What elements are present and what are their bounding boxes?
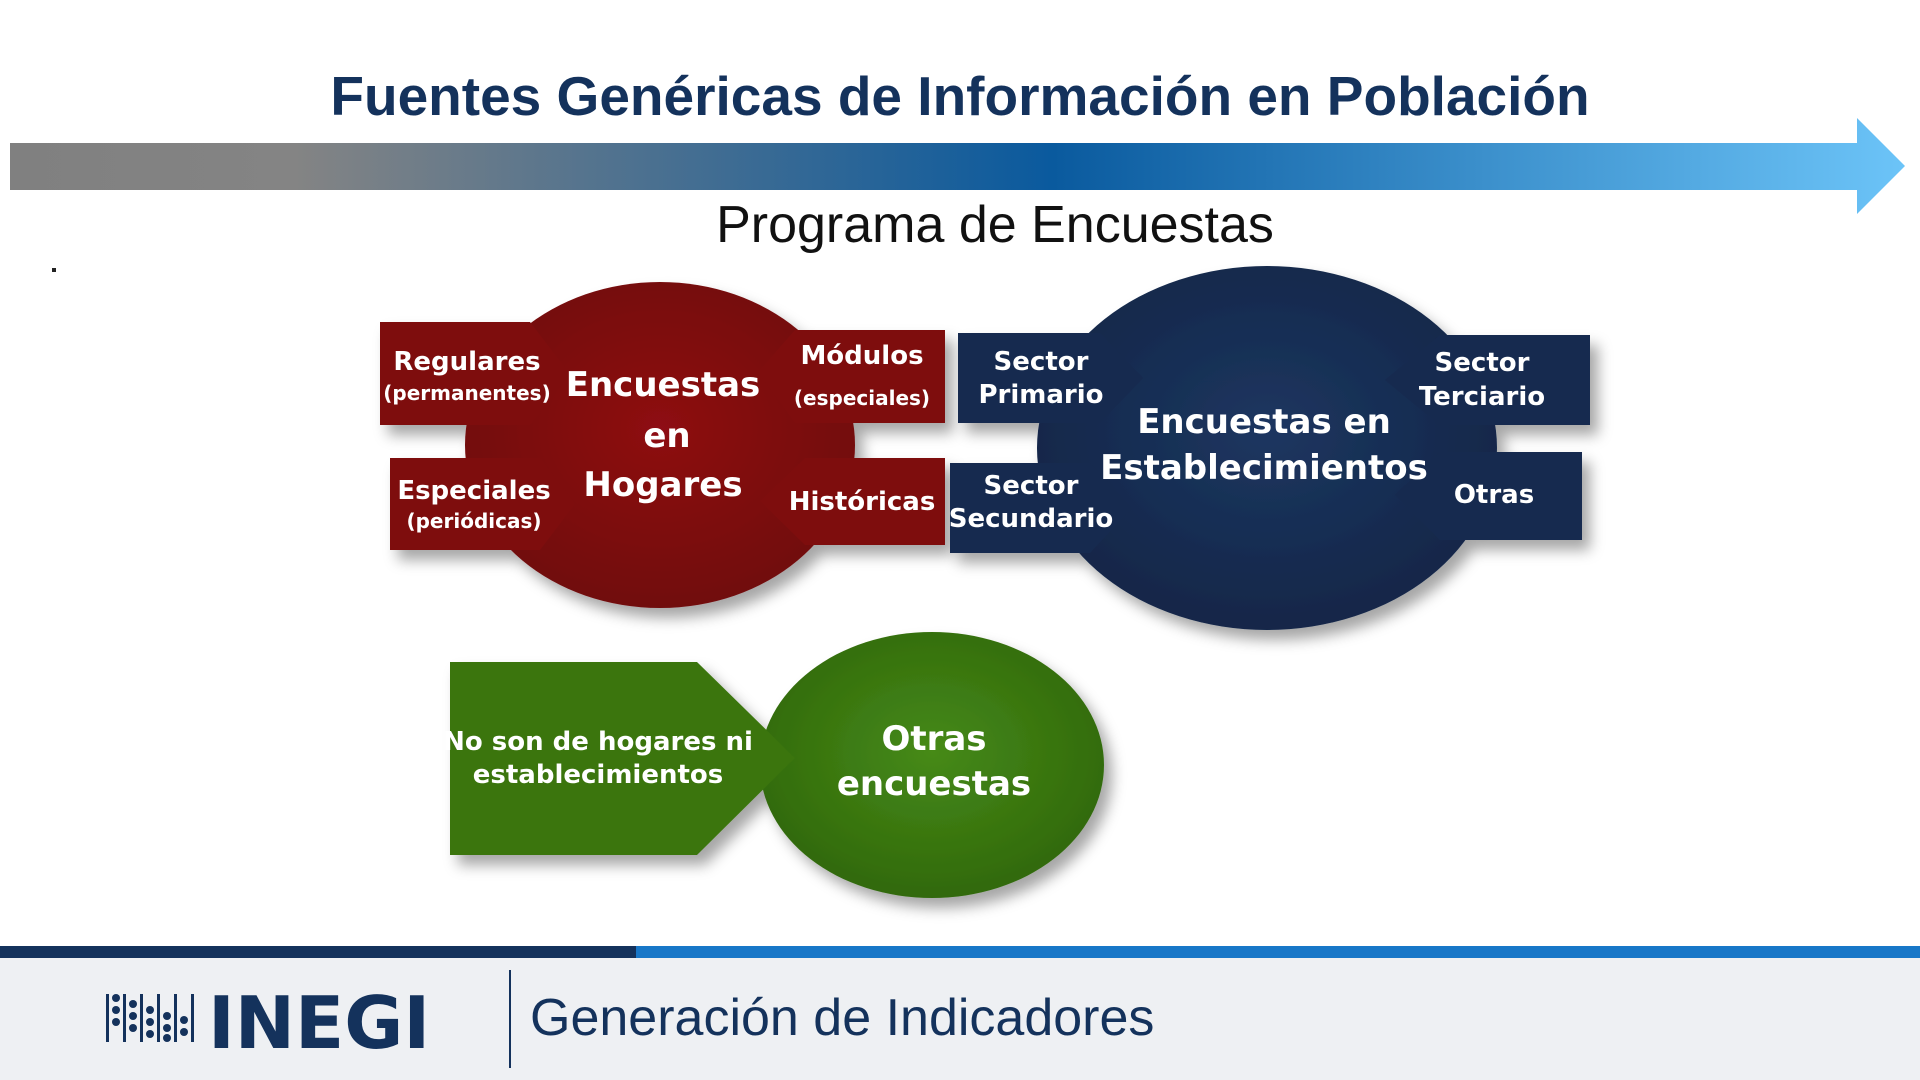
otras-center-label-2: encuestas [837,764,1031,804]
terciario-label-1: Sector [1435,348,1530,378]
primario-label-2: Primario [978,380,1103,410]
hogares-center-label-2: en [643,416,690,456]
modulos-label: Módulos [800,341,923,371]
page-title: Fuentes Genéricas de Información en Pobl… [330,65,1590,127]
hogares-labels: Encuestas en Hogares Regulares (permanen… [383,341,935,533]
footer-accent-dark [0,946,636,958]
establecimientos-arrow-terciario [1385,335,1590,425]
establecimientos-labels: Encuestas en Establecimientos Sector Pri… [949,347,1545,534]
hogares-center-label-1: Encuestas [566,365,761,405]
otras-sector-label: Otras [1454,480,1534,510]
establecimientos-arrow-secundario [950,463,1132,553]
diagram-subtitle: Programa de Encuestas [716,196,1274,254]
otras-arrow [450,662,795,855]
establecimientos-arrow-otras [1395,452,1582,540]
stray-dot [52,268,56,272]
hogares-group [380,282,945,608]
inegi-logo: INEGI [106,981,430,1056]
terciario-label-2: Terciario [1419,382,1545,412]
header-arrow [10,118,1905,214]
otras-labels: Otras encuestas No son de hogares ni est… [443,719,1031,804]
secundario-label-1: Sector [984,471,1079,501]
regulares-sublabel: (permanentes) [383,381,550,405]
otras-center-label-1: Otras [881,719,986,759]
footer-divider [509,970,511,1068]
especiales-sublabel: (periódicas) [406,509,541,533]
especiales-label: Especiales [397,476,550,506]
hogares-arrow-especiales [390,458,575,550]
hogares-center-label-3: Hogares [583,465,742,505]
establecimientos-circle [1037,266,1497,630]
primario-label-1: Sector [994,347,1089,377]
hogares-circle [465,282,855,608]
modulos-sublabel: (especiales) [794,386,930,410]
establecimientos-group [950,266,1590,630]
establecimientos-center-label-1: Encuestas en [1137,402,1391,442]
footer [0,958,1920,1080]
establecimientos-center-label-2: Establecimientos [1100,448,1428,488]
hogares-arrow-modulos [758,330,945,423]
historicas-label: Históricas [789,487,936,517]
otras-arrow-label-2: establecimientos [473,760,723,790]
regulares-label: Regulares [393,347,540,377]
hogares-arrow-historicas [760,458,945,545]
inegi-logo-dots-icon [106,994,194,1042]
footer-section-title: Generación de Indicadores [530,989,1155,1047]
otras-circle [760,632,1104,898]
otras-arrow-label-1: No son de hogares ni [443,727,753,757]
hogares-arrow-regulares [380,322,570,425]
footer-accent-blue [636,946,1920,958]
secundario-label-2: Secundario [949,504,1114,534]
otras-group [450,632,1104,898]
establecimientos-arrow-primario [958,333,1143,423]
inegi-logo-text: INEGI [208,981,430,1056]
